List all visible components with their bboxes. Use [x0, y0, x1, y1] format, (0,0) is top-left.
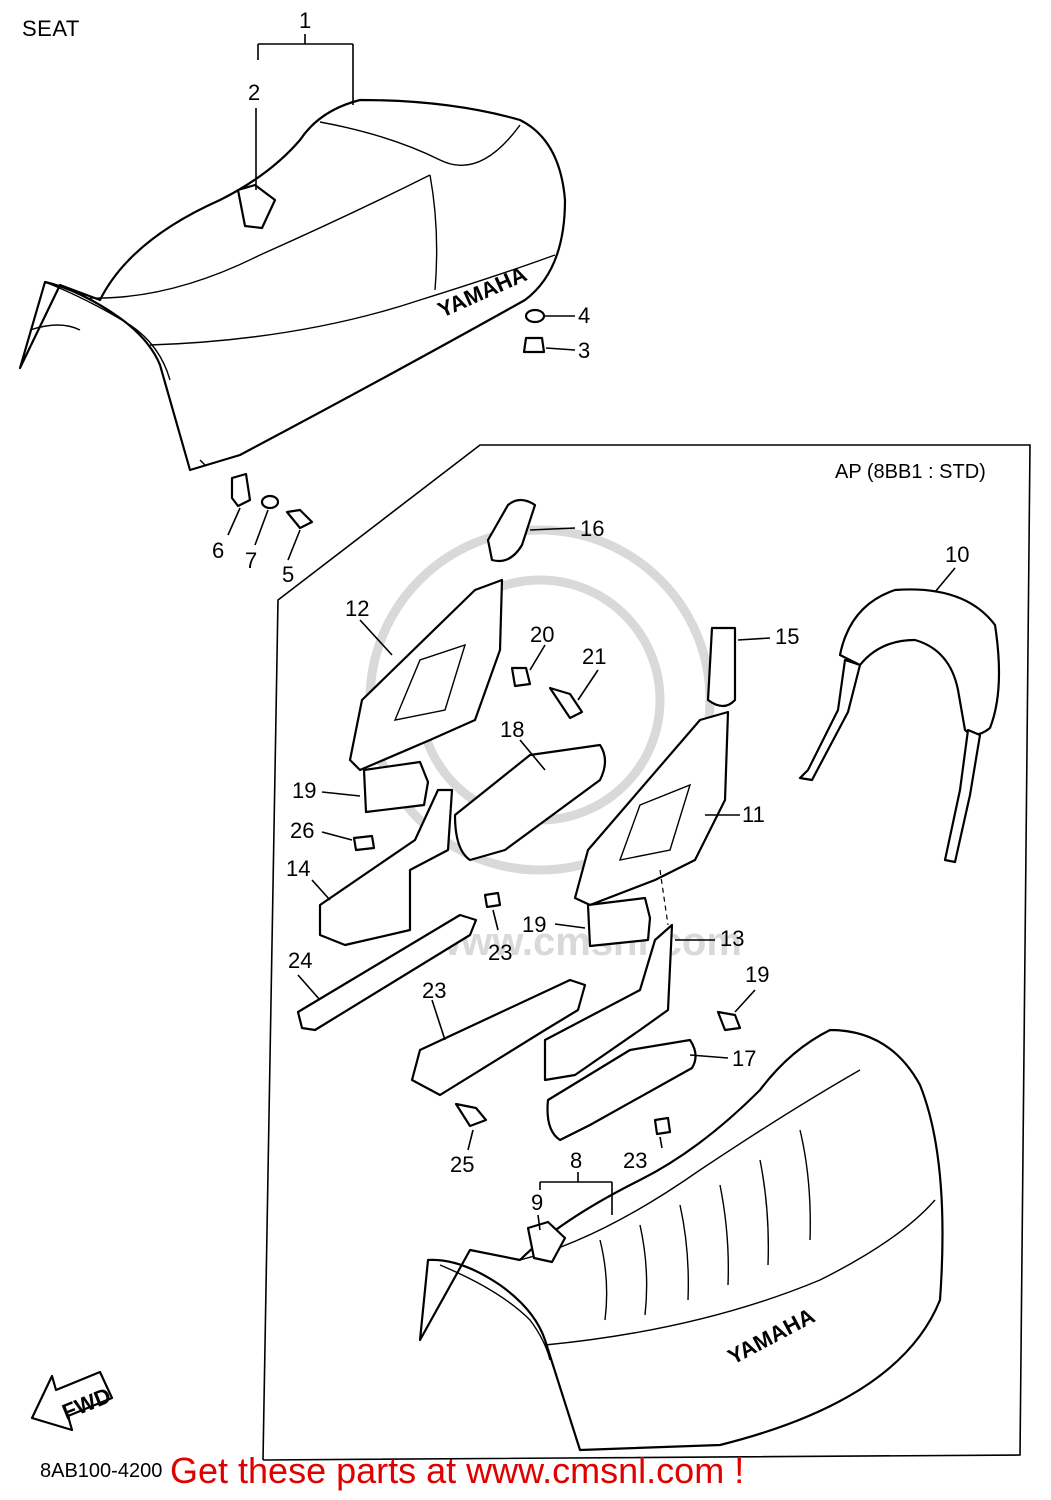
- callout-12: 12: [345, 596, 369, 621]
- collar-part-21: [510, 666, 532, 688]
- callout-3: 3: [578, 338, 590, 363]
- spacer-part-19-left: [362, 760, 430, 814]
- callout-27: 25: [450, 1152, 474, 1177]
- callout-19-right: 19: [522, 912, 546, 937]
- rear-seat: [418, 1028, 944, 1452]
- callout-23-lower: 23: [623, 1148, 647, 1173]
- callout-10: 10: [945, 542, 969, 567]
- grab-rail-part-12: [348, 578, 504, 772]
- nut-part-3: [522, 336, 546, 354]
- callout-22: 21: [582, 644, 606, 669]
- bolt-part-22: [548, 686, 584, 720]
- grip-part-15: [706, 626, 737, 708]
- grip-part-16: [486, 498, 537, 563]
- bolt-part-23-lower: [653, 1116, 672, 1136]
- callout-5: 5: [282, 562, 294, 587]
- assembly-box-label: AP (8BB1 : STD): [835, 461, 986, 483]
- bolt-part-5: [285, 508, 314, 530]
- callout-9: 9: [531, 1190, 543, 1215]
- callout-18: 18: [500, 717, 524, 742]
- bolt-part-23-upper: [483, 891, 502, 909]
- grab-rail-part-11: [573, 710, 730, 907]
- callout-21: 20: [530, 622, 554, 647]
- bracket-part-13: [543, 923, 674, 1082]
- page-title: SEAT: [22, 16, 80, 41]
- callout-7: 7: [245, 548, 257, 573]
- bolt-part-20: [716, 1010, 742, 1032]
- plate-part-26: [296, 913, 478, 1032]
- callout-24: 26: [290, 818, 314, 843]
- callout-19-left: 19: [292, 778, 316, 803]
- bolt-part-24: [352, 834, 376, 852]
- callout-26: 24: [288, 948, 312, 973]
- bracket-part-14: [318, 788, 454, 947]
- callout-23-upper: 23: [488, 940, 512, 965]
- washer-part-7: [260, 494, 280, 510]
- backrest-part-10: [838, 588, 1001, 736]
- callout-25: 23: [422, 978, 446, 1003]
- callout-4: 4: [578, 303, 590, 328]
- diagram-code: 8AB100-4200: [40, 1460, 163, 1482]
- callout-6: 6: [212, 538, 224, 563]
- promo-link[interactable]: Get these parts at www.cmsnl.com !: [170, 1450, 745, 1491]
- washer-part-4: [524, 308, 546, 324]
- forward-direction-arrow: FWD: [30, 1370, 114, 1432]
- pad-part-17: [546, 1038, 697, 1142]
- callout-17: 17: [732, 1046, 756, 1071]
- callout-20: 19: [745, 962, 769, 987]
- callout-11: 11: [742, 802, 765, 827]
- callout-16: 16: [580, 516, 604, 541]
- bracket-part-6: [230, 472, 252, 508]
- watermark-text: www.cmsnl.com: [429, 920, 742, 964]
- spacer-part-19-right: [586, 896, 652, 948]
- callout-14: 14: [286, 856, 310, 881]
- callout-8: 8: [570, 1148, 582, 1173]
- pad-part-18: [453, 743, 607, 862]
- front-seat: [18, 98, 567, 472]
- bolt-part-27: [454, 1102, 488, 1128]
- callout-1: 1: [299, 8, 311, 33]
- callout-13: 13: [720, 926, 744, 951]
- callout-2: 2: [248, 80, 260, 105]
- callout-15: 15: [775, 624, 799, 649]
- assembly-box: [262, 444, 1031, 1461]
